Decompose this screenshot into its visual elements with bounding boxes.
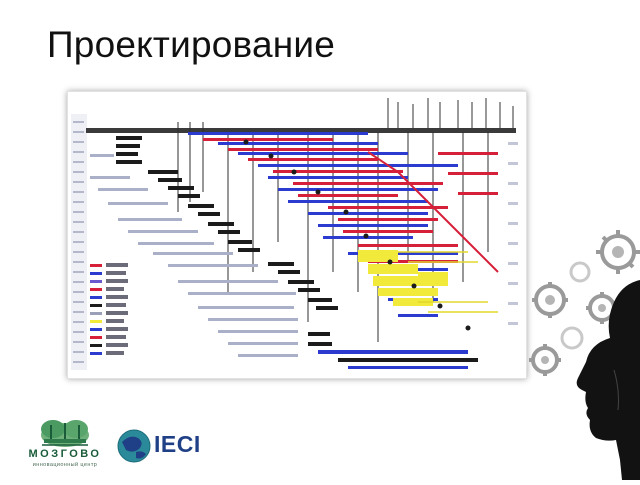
row-label-ticks [73,121,84,363]
ieci-name: IECI [154,431,201,457]
schedule-diagram-image [68,92,526,378]
milestone-markers [243,139,471,331]
globe-icon [117,429,151,463]
project-schedule-diagram [67,91,527,379]
right-row-labels [508,142,518,325]
yellow-task-region [358,250,448,306]
head-silhouette-icon [510,210,640,480]
mozgovo-subtitle: инновационный центр [32,462,98,468]
task-label-blocks [116,136,338,346]
legend [90,263,128,355]
mozgovo-name: МОЗГОВО [28,448,102,460]
mozgovo-logo: МОЗГОВО инновационный центр [20,415,110,475]
yellow-lines [398,251,498,313]
gears-icon [529,230,640,480]
tree-icon [41,420,89,447]
header-vertical-ticks [387,98,514,128]
task-label-text [90,154,298,357]
summary-band [318,350,478,369]
red-critical-path [367,151,499,273]
slide-title: Проектирование [47,24,335,65]
ieci-logo: IECI [116,428,216,464]
